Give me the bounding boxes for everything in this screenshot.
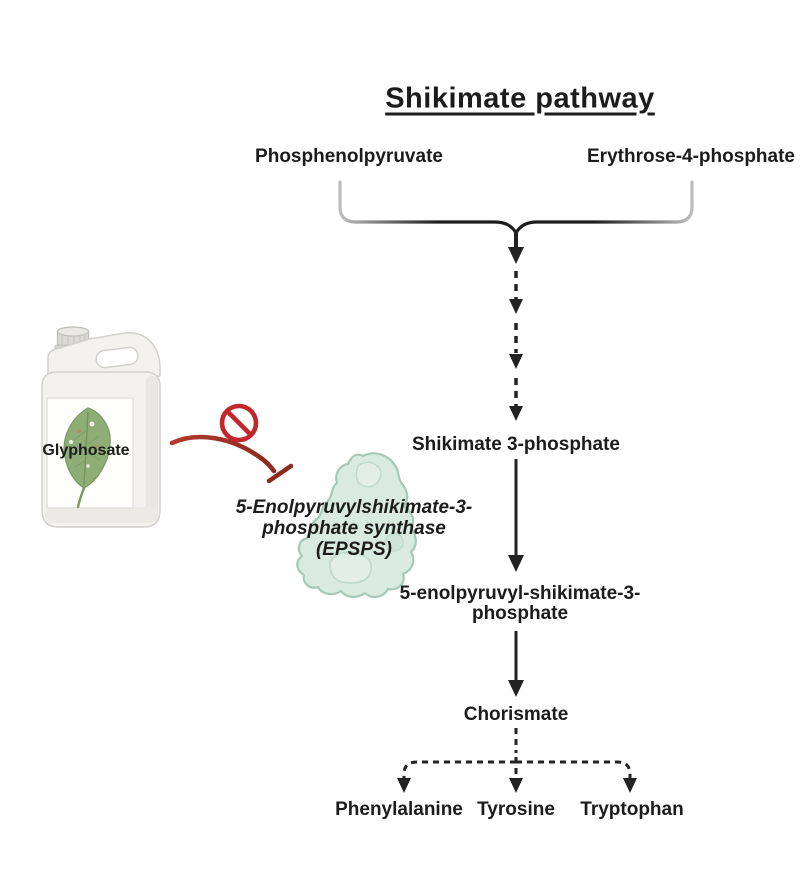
arrow-eps3p-to-chorismate — [508, 631, 524, 697]
glyphosate-label: Glyphosate — [42, 442, 130, 459]
enzyme-label-line2: phosphate synthase — [262, 518, 446, 539]
product-tryptophan-label: Tryptophan — [580, 799, 684, 820]
enzyme-label-line1: 5-Enolpyruvylshikimate-3- — [235, 497, 473, 518]
substrate-right-label: Erythrose-4-phosphate — [587, 146, 795, 167]
arrow-to-first-step — [508, 231, 524, 264]
substrate-left-label: Phosphenolpyruvate — [255, 146, 443, 167]
shikimate-3-phosphate-label: Shikimate 3-phosphate — [412, 434, 620, 455]
glyphosate-jug-icon — [41, 326, 161, 528]
jug-shading — [146, 376, 158, 522]
jug-handle-hole — [95, 346, 139, 369]
branch-dashed-arrows — [397, 728, 637, 793]
leaf-icon — [63, 407, 111, 509]
dashed-arrow-chain — [509, 271, 523, 421]
inhibition-arrow-icon — [169, 434, 294, 484]
product-phenylalanine-label: Phenylalanine — [335, 799, 463, 820]
jug-bottom-band — [45, 507, 157, 523]
enzyme-blob-icon — [296, 452, 417, 599]
eps3p-label: 5-enolpyruvyl-shikimate-3- phosphate — [400, 584, 641, 624]
eps3p-label-line1: 5-enolpyruvyl-shikimate-3- — [399, 583, 641, 604]
figure-title: Shikimate pathway — [385, 82, 655, 115]
product-tyrosine-label: Tyrosine — [477, 799, 555, 820]
merge-bracket — [338, 180, 694, 237]
arrow-shikimate-to-eps3p — [508, 459, 524, 572]
enzyme-label: 5-Enolpyruvylshikimate-3- phosphate synt… — [214, 497, 494, 560]
prohibition-icon — [219, 403, 259, 443]
chorismate-label: Chorismate — [463, 704, 569, 725]
eps3p-label-line2: phosphate — [471, 603, 569, 624]
enzyme-label-line3: (EPSPS) — [315, 539, 393, 560]
